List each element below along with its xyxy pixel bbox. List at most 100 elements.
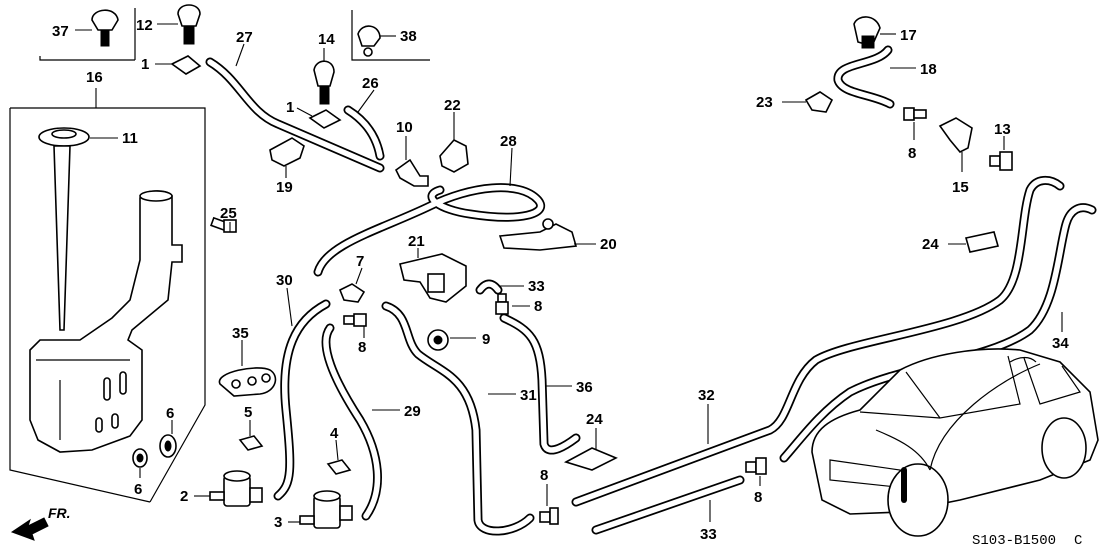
nozzle-17 — [853, 16, 896, 49]
callout-25: 25 — [220, 205, 237, 222]
bolt-25 — [210, 216, 237, 233]
callout-18: 18 — [920, 61, 937, 78]
pad-24-a — [563, 428, 618, 471]
callout-14: 14 — [318, 31, 335, 48]
check-valve-8-e — [903, 107, 927, 140]
callout-32: 32 — [698, 387, 715, 404]
reservoir-group-outline — [9, 88, 206, 503]
washer-reservoir — [29, 190, 183, 453]
nozzle-seal-1-a — [155, 55, 202, 75]
callout-36: 36 — [576, 379, 593, 396]
hose-36 — [499, 313, 581, 455]
hose-27 — [205, 43, 385, 173]
callout-37: 37 — [52, 23, 69, 40]
grommet-6-a — [159, 420, 177, 458]
bracket-20 — [498, 218, 596, 251]
callout-22: 22 — [444, 97, 461, 114]
check-valve-8-b — [495, 293, 530, 315]
callout-8: 8 — [534, 298, 542, 315]
callout-28: 28 — [500, 133, 517, 150]
hose-32 — [571, 176, 1065, 507]
callout-3: 3 — [274, 514, 282, 531]
nozzle-37 — [75, 9, 119, 47]
inset-box-38 — [351, 10, 430, 61]
hose-33-lower — [591, 475, 745, 535]
callout-7: 7 — [356, 253, 364, 270]
pad-4 — [326, 439, 352, 475]
hose-30 — [273, 287, 331, 501]
callout-30: 30 — [276, 272, 293, 289]
vehicle-illustration — [811, 348, 1099, 537]
callout-11: 11 — [122, 130, 138, 147]
callout-31: 31 — [520, 387, 537, 404]
washer-pump-2 — [194, 470, 263, 507]
joint-13 — [989, 136, 1013, 171]
hose-26 — [343, 89, 385, 161]
callout-24: 24 — [922, 236, 939, 253]
pad-24-b — [948, 231, 1000, 253]
callout-34: 34 — [1052, 335, 1069, 352]
callout-2: 2 — [180, 488, 188, 505]
nozzle-seal-1-b — [296, 107, 342, 129]
callout-29: 29 — [404, 403, 421, 420]
callout-15: 15 — [952, 179, 969, 196]
callout-20: 20 — [600, 236, 617, 253]
callout-19: 19 — [276, 179, 293, 196]
check-valve-8-d — [745, 457, 767, 486]
callout-4: 4 — [330, 425, 339, 442]
callout-8: 8 — [754, 489, 762, 506]
diagram-code: S103-B1500 — [972, 533, 1056, 549]
check-valve-8-a — [343, 313, 367, 338]
callout-8: 8 — [908, 145, 916, 162]
diagram-code-suffix: C — [1074, 533, 1082, 549]
joint-15 — [938, 117, 973, 172]
callout-16: 16 — [86, 69, 103, 86]
callout-8: 8 — [358, 339, 366, 356]
hose-34 — [779, 203, 1097, 463]
callout-33: 33 — [700, 526, 717, 543]
bracket-21 — [399, 248, 467, 303]
pad-5 — [238, 420, 264, 451]
joint-10 — [394, 136, 429, 187]
callout-1: 1 — [141, 56, 149, 73]
grommet-6-b — [132, 448, 148, 478]
inset-box-37 — [39, 8, 136, 61]
gasket-35 — [218, 340, 277, 397]
callout-8: 8 — [540, 467, 548, 484]
callout-5: 5 — [244, 404, 252, 421]
washer-pump-3 — [288, 490, 353, 529]
front-direction-arrow: FR. — [10, 505, 71, 541]
direction-label: FR. — [48, 505, 71, 521]
hose-28 — [313, 147, 545, 277]
callout-6: 6 — [134, 481, 142, 498]
callout-23: 23 — [756, 94, 773, 111]
nozzle-12 — [157, 4, 201, 45]
clip-22 — [439, 112, 469, 173]
clip-23 — [782, 91, 834, 113]
callout-17: 17 — [900, 27, 917, 44]
grommet-9 — [427, 329, 476, 351]
callout-13: 13 — [994, 121, 1011, 138]
hose-33-upper — [475, 279, 524, 295]
hose-29 — [321, 323, 400, 521]
hose-18 — [833, 45, 916, 109]
callout-12: 12 — [136, 17, 153, 34]
callout-27: 27 — [236, 29, 253, 46]
callout-9: 9 — [482, 331, 490, 348]
callout-33: 33 — [528, 278, 545, 295]
nozzle-38 — [357, 25, 396, 57]
callout-21: 21 — [408, 233, 425, 250]
callout-26: 26 — [362, 75, 379, 92]
joint-7 — [338, 267, 366, 303]
callout-10: 10 — [396, 119, 413, 136]
callout-1: 1 — [286, 99, 294, 116]
hose-31 — [381, 301, 535, 536]
reservoir-cap — [38, 127, 118, 331]
callout-6: 6 — [166, 405, 174, 422]
nozzle-14 — [313, 48, 335, 105]
clip-19 — [269, 137, 305, 178]
check-valve-8-c — [539, 484, 559, 525]
callout-38: 38 — [400, 28, 417, 45]
